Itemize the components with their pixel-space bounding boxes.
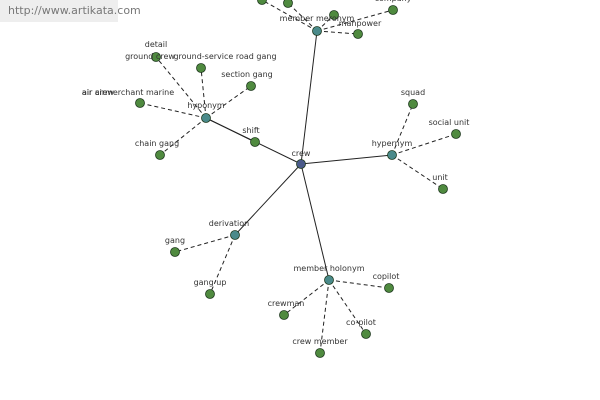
leaf-node-shift[interactable] bbox=[250, 137, 260, 147]
leaf-label-social-unit: social unit bbox=[429, 118, 470, 127]
leaf-node-copilot[interactable] bbox=[384, 283, 394, 293]
leaf-label-copilot: copilot bbox=[373, 272, 400, 281]
leaf-label-section-gang: section gang bbox=[221, 70, 272, 79]
leaf-label-ground-service-road-gang: ground-service road gang bbox=[173, 52, 276, 61]
edge-crew-to-hypernym bbox=[300, 154, 393, 165]
leaf-label-shift: shift bbox=[242, 126, 259, 135]
leaf-node-item-4[interactable] bbox=[257, 0, 267, 5]
edge-member-holonym-to-crew-member bbox=[319, 279, 330, 354]
leaf-label-air-crew: air crew bbox=[82, 88, 114, 97]
leaf-node-squad[interactable] bbox=[408, 99, 418, 109]
leaf-node-unit[interactable] bbox=[438, 184, 448, 194]
edge-hyponym-to-ground-crew bbox=[200, 67, 207, 119]
edge-hypernym-to-social-unit bbox=[391, 133, 457, 156]
leaf-node-co-pilot[interactable] bbox=[361, 329, 371, 339]
edge-member-holonym-to-copilot bbox=[328, 279, 390, 289]
leaf-node-section-gang[interactable] bbox=[246, 81, 256, 91]
leaf-label-gang-up: gang up bbox=[194, 278, 227, 287]
leaf-label-unit: unit bbox=[432, 173, 448, 182]
leaf-node-item-2[interactable] bbox=[283, 0, 293, 8]
leaf-label-company: company bbox=[375, 0, 412, 3]
edge-hypernym-to-unit bbox=[391, 154, 444, 190]
edge-hyponym-to-shift bbox=[205, 117, 256, 143]
edge-crew-to-member-holonym bbox=[300, 163, 330, 281]
leaf-node-ground-crew[interactable] bbox=[196, 63, 206, 73]
center-node-crew[interactable] bbox=[296, 159, 306, 169]
relation-node-derivation[interactable] bbox=[230, 230, 240, 240]
edge-member-meronym-to-company bbox=[316, 9, 394, 32]
edge-hyponym-to-detail bbox=[155, 56, 207, 119]
leaf-label-co-pilot: co-pilot bbox=[346, 318, 376, 327]
leaf-label-manpower: manpower bbox=[339, 19, 382, 28]
edge-hyponym-to-air-crew bbox=[139, 102, 207, 119]
relation-label-derivation: derivation bbox=[209, 219, 249, 228]
relation-node-hyponym[interactable] bbox=[201, 113, 211, 123]
relation-node-member-holonym[interactable] bbox=[324, 275, 334, 285]
leaf-node-item-3[interactable] bbox=[329, 10, 339, 20]
leaf-label-crew-member: crew member bbox=[292, 337, 348, 346]
relation-label-hypernym: hypernym bbox=[372, 139, 413, 148]
leaf-label-squad: squad bbox=[401, 88, 425, 97]
edge-member-holonym-to-crewman bbox=[283, 279, 330, 316]
edge-hypernym-to-squad bbox=[391, 103, 414, 156]
leaf-node-gang-up[interactable] bbox=[205, 289, 215, 299]
leaf-label-crewman: crewman bbox=[268, 299, 305, 308]
watermark-url[interactable]: http://www.artikata.com bbox=[0, 0, 141, 22]
leaf-label-air-airmerchant-marine: air airmerchant marine bbox=[82, 88, 174, 97]
edges-layer bbox=[139, 0, 457, 354]
edge-hyponym-to-section-gang bbox=[205, 85, 252, 119]
leaf-label-detail: detail bbox=[145, 40, 167, 49]
edge-hyponym-to-chain-gang bbox=[159, 117, 207, 156]
edge-member-holonym-to-co-pilot bbox=[328, 279, 367, 335]
labels-layer: crew member meronym company manpower hyponym… bbox=[82, 0, 470, 346]
leaf-label-gang: gang bbox=[165, 236, 185, 245]
edge-member-meronym-to-item-4 bbox=[261, 0, 318, 32]
edge-derivation-to-gang bbox=[174, 234, 236, 253]
edge-derivation-to-gang-up bbox=[209, 234, 236, 295]
relation-node-hypernym[interactable] bbox=[387, 150, 397, 160]
leaf-node-chain-gang[interactable] bbox=[155, 150, 165, 160]
leaf-node-air-crew[interactable] bbox=[135, 98, 145, 108]
center-label-crew: crew bbox=[292, 149, 311, 158]
edge-crew-to-member-meronym bbox=[300, 30, 318, 165]
leaf-node-gang[interactable] bbox=[170, 247, 180, 257]
nodes-layer bbox=[135, 0, 461, 358]
edge-crew-to-derivation bbox=[234, 163, 302, 236]
relation-label-member-meronym: member meronym bbox=[280, 14, 355, 23]
leaf-node-crew-member[interactable] bbox=[315, 348, 325, 358]
relation-label-member-holonym: member holonym bbox=[293, 264, 364, 273]
relation-label-hyponym: hyponym bbox=[187, 101, 225, 110]
leaf-label-chain-gang: chain gang bbox=[135, 139, 179, 148]
leaf-node-detail[interactable] bbox=[151, 52, 161, 62]
leaf-node-crewman[interactable] bbox=[279, 310, 289, 320]
edge-member-meronym-to-manpower bbox=[316, 30, 359, 35]
leaf-node-manpower[interactable] bbox=[353, 29, 363, 39]
leaf-node-company[interactable] bbox=[388, 5, 398, 15]
leaf-label-ground-crew: ground crew bbox=[125, 52, 175, 61]
relation-node-member-meronym[interactable] bbox=[312, 26, 322, 36]
leaf-node-social-unit[interactable] bbox=[451, 129, 461, 139]
